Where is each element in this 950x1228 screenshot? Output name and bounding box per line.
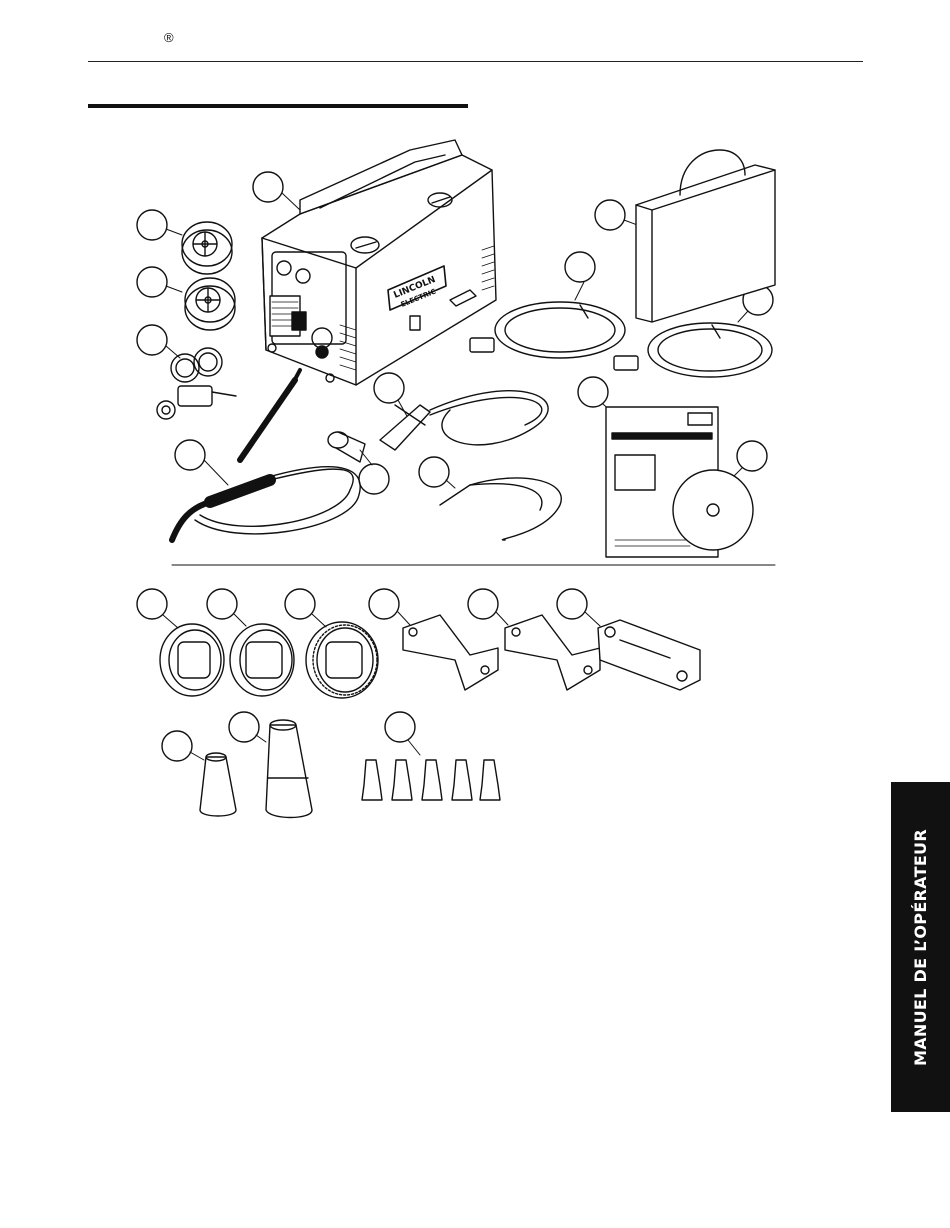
callout-drive-roll-2 (207, 589, 237, 619)
callout-drive-roll-1 (137, 589, 167, 619)
callout-case (595, 200, 625, 230)
gun-adapter (328, 432, 365, 462)
callout-cd (737, 441, 767, 471)
callout-power-cord-1 (565, 252, 595, 282)
callout-wire-spool-1 (137, 210, 167, 240)
gas-hose (440, 478, 561, 540)
callout-regulator (137, 325, 167, 355)
contact-tips (362, 760, 500, 800)
callout-drive-roll-3 (285, 589, 315, 619)
callout-wire-spool-2 (137, 267, 167, 297)
carry-case (636, 150, 775, 322)
callout-nozzle-2 (229, 712, 259, 742)
cd-disc (673, 470, 753, 550)
side-tab-label: MANUEL DE L’OPÉRATEUR (911, 829, 930, 1066)
callout-nozzle-1 (162, 731, 192, 761)
nozzle-1 (200, 753, 236, 816)
wire-spool-1 (182, 222, 232, 274)
wire-guide-1 (403, 615, 498, 690)
side-tab: MANUEL DE L’OPÉRATEUR (891, 782, 950, 1112)
callout-work-clamp (374, 373, 404, 403)
callout-manual (578, 377, 608, 407)
wire-spool-2 (185, 278, 235, 330)
callout-guide-2 (468, 589, 498, 619)
callout-adapter (359, 464, 389, 494)
mig-gun (172, 370, 360, 540)
callout-guide-1 (369, 589, 399, 619)
callout-guide-3 (557, 589, 587, 619)
drive-roll-1 (160, 624, 224, 696)
drive-roll-3 (306, 622, 378, 698)
work-clamp (380, 391, 548, 450)
power-cord-1 (470, 302, 625, 358)
callout-welder (253, 172, 283, 202)
wire-guide-2 (505, 615, 600, 690)
nozzle-2 (266, 720, 312, 818)
callout-gas-hose (419, 457, 449, 487)
welder-machine: LINCOLN ELECTRIC (262, 140, 496, 385)
drive-roll-2 (230, 624, 294, 696)
wire-guide-3 (598, 620, 700, 690)
gas-regulator (157, 348, 236, 419)
power-cord-2 (614, 323, 772, 377)
callout-gun (175, 440, 205, 470)
callout-contact-tips (385, 712, 415, 742)
